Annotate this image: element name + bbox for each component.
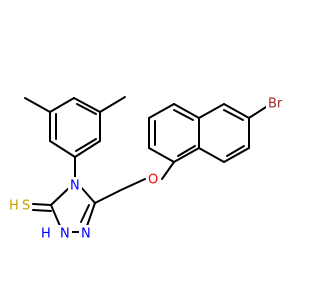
bond-n1-n2 — [173, 147, 200, 163]
bond-n9-n10 — [223, 103, 250, 119]
bond-n4-n5 — [148, 103, 175, 119]
atom-n-lower: N — [79, 225, 93, 243]
atom-n-lower-label: N — [81, 227, 91, 242]
bond-c3-n2-double — [80, 204, 90, 223]
bond-c6-c1 — [49, 97, 75, 113]
bond-c5-s — [32, 203, 52, 206]
bond-naphthalene-br — [248, 106, 267, 119]
bond-o-naphthalene — [161, 161, 175, 180]
bond-n7-n8 — [223, 147, 250, 163]
bond-n4-c3 — [79, 185, 96, 204]
atom-nh-label: N — [60, 227, 70, 242]
bond-c3-n2 — [86, 202, 96, 227]
bond-c1-c2-double — [76, 103, 97, 115]
bond-triazole-ch2 — [94, 189, 122, 204]
bond-n10-n3 — [198, 103, 225, 119]
bond-c5-n4 — [50, 186, 71, 206]
atom-br: Br — [266, 95, 288, 113]
bond-c4-c5 — [49, 140, 76, 158]
bond-c5-s-double — [32, 209, 52, 212]
bond-n7-n8-double — [226, 145, 245, 157]
bond-n2-n7 — [198, 147, 225, 163]
bond-c1-c2 — [73, 97, 101, 113]
atom-labels: Br O N N N H S H — [6, 95, 288, 243]
atom-s-label: S — [22, 199, 30, 214]
bond-c3-c4 — [74, 140, 101, 158]
atom-o-label: O — [148, 173, 158, 188]
atom-h-label: H — [41, 227, 51, 242]
atom-n-ring-label: N — [70, 179, 80, 194]
bond-n6-n1 — [148, 147, 175, 163]
bond-ring-methyl-left — [24, 97, 51, 113]
atom-n-ring: N — [68, 177, 82, 195]
bond-n3-n4 — [173, 103, 200, 119]
bond-n9-n10-double — [223, 109, 244, 121]
atom-br-label: Br — [268, 97, 283, 112]
atom-o: O — [146, 171, 160, 189]
bond-ch2-o — [120, 178, 146, 191]
bond-ring-methyl-right — [99, 96, 126, 113]
bond-n1-c5 — [50, 204, 61, 227]
bond-c3-c4-double — [75, 138, 97, 152]
bond-n3-n4-double — [173, 109, 194, 121]
molecule-diagram: Br O N N N H S H — [6, 95, 288, 243]
bond-n1-n2-double — [177, 145, 196, 157]
bonds — [24, 96, 267, 233]
atom-nh: N H — [40, 225, 72, 243]
atom-sh: S H — [6, 197, 31, 215]
atom-h-s-label: H — [9, 199, 19, 214]
